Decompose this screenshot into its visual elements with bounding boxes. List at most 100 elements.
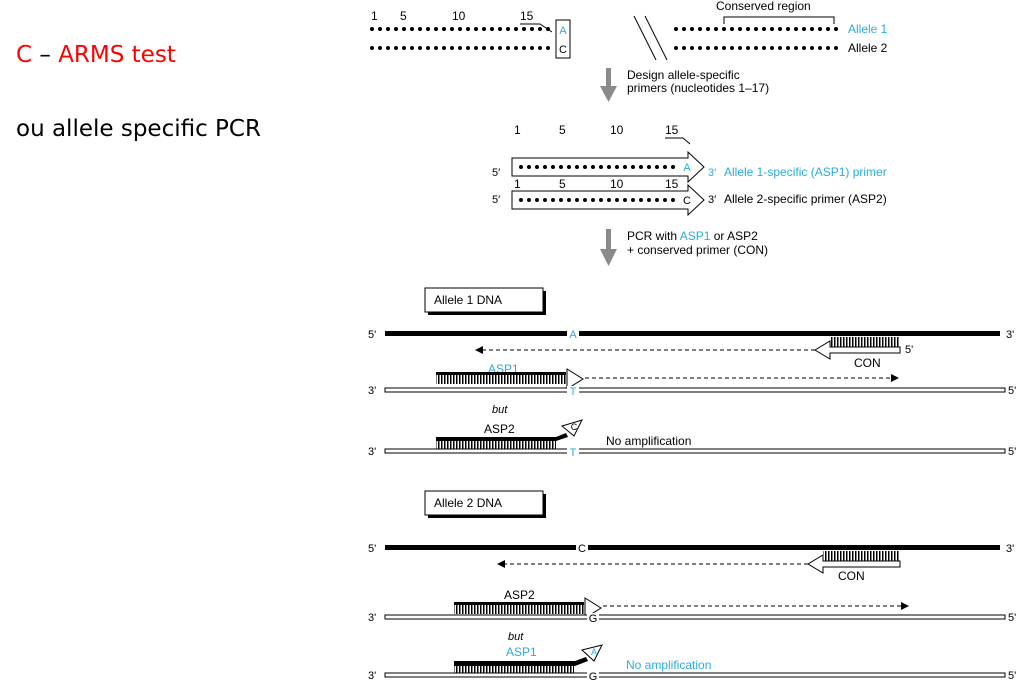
position-label: 5 xyxy=(559,123,566,137)
down-arrow-icon xyxy=(600,229,617,266)
asp2-label: ASP2 xyxy=(504,588,535,602)
asp1-mismatch-base: A xyxy=(591,647,597,657)
slide-title: C – ARMS test xyxy=(16,42,176,68)
position-numbers-top: 1 5 10 15 xyxy=(371,9,534,23)
asp2-5prime: 5′ xyxy=(492,194,500,206)
pcr-step-line2: + conserved primer (CON) xyxy=(627,243,768,257)
title-main: ARMS test xyxy=(58,42,176,68)
asp2-primer-body xyxy=(436,433,568,441)
snp-gap xyxy=(587,671,599,680)
asp1-primer-end-base: A xyxy=(683,162,691,174)
end-label: 5' xyxy=(368,543,376,555)
snp-gap xyxy=(567,447,579,456)
asp1-primer-body xyxy=(454,657,588,666)
position-label: 15 xyxy=(520,9,534,23)
end-label: 3' xyxy=(1006,543,1014,555)
position-label: 1 xyxy=(371,9,378,23)
primer-tip-bracket xyxy=(665,137,691,145)
design-step-line2: primers (nucleotides 1–17) xyxy=(627,81,769,95)
end-label: 5' xyxy=(1008,385,1016,397)
pcr-step-line1: PCR with ASP1 or ASP2 xyxy=(627,229,758,243)
asp1-primer: 1 5 10 15 5′ A 3′ Allele 1-specific (ASP… xyxy=(492,123,887,184)
allele2-top-strand xyxy=(385,545,1000,550)
position-label: 5 xyxy=(559,177,566,191)
break-mark-2 xyxy=(644,15,668,61)
allele1-top-base: A xyxy=(569,329,577,341)
allele2-bottom-strand xyxy=(384,614,1006,620)
allele2-label: Allele 2 xyxy=(848,41,888,55)
end-label: 5' xyxy=(1008,670,1016,682)
title-prefix: C xyxy=(16,42,33,68)
allele1-bottom-strand-2 xyxy=(384,448,1006,454)
snp-gap xyxy=(567,329,579,338)
con-label: CON xyxy=(854,356,881,370)
con-primer-arrow xyxy=(814,340,901,360)
con-5prime: 5' xyxy=(905,344,913,356)
end-label: 3' xyxy=(1006,329,1014,341)
position-label: 5 xyxy=(400,9,407,23)
allele1-snp-base: A xyxy=(559,25,567,37)
position-label: 10 xyxy=(610,177,624,191)
snp-box xyxy=(555,19,571,59)
asp1-mismatch-head xyxy=(580,644,603,662)
allele2-bottom-base: G xyxy=(589,613,598,625)
title-separator: – xyxy=(32,42,59,68)
asp2-label: ASP2 xyxy=(484,422,515,436)
asp1-primer-hatch xyxy=(454,664,574,674)
allele2-bottom-strand-2 xyxy=(384,672,1006,678)
end-label: 3' xyxy=(368,612,376,624)
pcr-step-asp2: ASP2 xyxy=(727,229,758,243)
allele2-dna-section: Allele 2 DNA 5' C 3' CON ASP2 3' G 5' bu… xyxy=(368,490,1016,682)
position-label: 1 xyxy=(514,177,521,191)
asp1-primer-hatch xyxy=(436,374,566,384)
asp2-primer: 1 5 10 15 5′ C 3′ Allele 2-specific prim… xyxy=(492,177,887,217)
allele1-dna-label: Allele 1 DNA xyxy=(434,293,502,307)
end-label: 3' xyxy=(368,385,376,397)
con-primer-hatch xyxy=(823,551,900,561)
position-label: 1 xyxy=(514,123,521,137)
allele1-bottom-base: T xyxy=(570,386,577,398)
asp2-mismatch-base: C xyxy=(571,422,578,432)
allele1-bottom-base-2: T xyxy=(570,447,577,459)
asp1-primer-head xyxy=(566,368,584,390)
allele1-bottom-strand xyxy=(384,387,1006,393)
allele2-top-base: C xyxy=(578,543,586,555)
asp1-label: ASP1 xyxy=(506,645,537,659)
asp2-primer-end-base: C xyxy=(683,195,691,207)
con-label: CON xyxy=(838,569,865,583)
asp2-primer-hatch xyxy=(436,439,556,449)
asp2-primer-label: Allele 2-specific primer (ASP2) xyxy=(724,192,887,206)
allele2-dna-box xyxy=(424,490,544,516)
snp-gap xyxy=(576,543,588,552)
but-label: but xyxy=(508,631,524,643)
slide-subtitle: ou allele specific PCR xyxy=(16,116,261,142)
asp2-3prime: 3′ xyxy=(708,194,716,206)
end-label: 5' xyxy=(1008,446,1016,458)
allele1-dna-section: Allele 1 DNA 5' A 3' 5' CON ASP1 3' T 5'… xyxy=(368,287,1016,459)
pcr-step-or: or xyxy=(710,229,727,243)
conserved-region-label: Conserved region xyxy=(716,0,811,13)
end-label: 3' xyxy=(368,446,376,458)
con-primer-hatch xyxy=(830,337,900,347)
snp-gap xyxy=(587,613,599,622)
no-amplification-label: No amplification xyxy=(626,658,711,672)
asp2-primer-body xyxy=(454,602,584,605)
allele1-top-strand xyxy=(385,331,1000,336)
down-arrow-icon xyxy=(600,68,617,102)
asp1-5prime: 5′ xyxy=(492,167,500,179)
asp2-primer-hatch xyxy=(454,604,584,614)
con-primer-arrow xyxy=(807,554,901,574)
asp2-mismatch-head xyxy=(560,419,583,437)
no-amplification-label: No amplification xyxy=(606,434,691,448)
but-label: but xyxy=(492,404,508,416)
pcr-step-prefix: PCR with xyxy=(627,229,680,243)
allele1-dna-box xyxy=(424,287,544,313)
asp1-primer-label: Allele 1-specific (ASP1) primer xyxy=(724,165,887,179)
pcr-step-asp1: ASP1 xyxy=(680,229,711,243)
position-label: 15 xyxy=(665,177,679,191)
allele2-snp-base: C xyxy=(559,44,567,56)
snp-gap xyxy=(567,386,579,395)
end-label: 5' xyxy=(368,329,376,341)
position-label: 10 xyxy=(452,9,466,23)
asp1-primer-body xyxy=(436,372,566,375)
